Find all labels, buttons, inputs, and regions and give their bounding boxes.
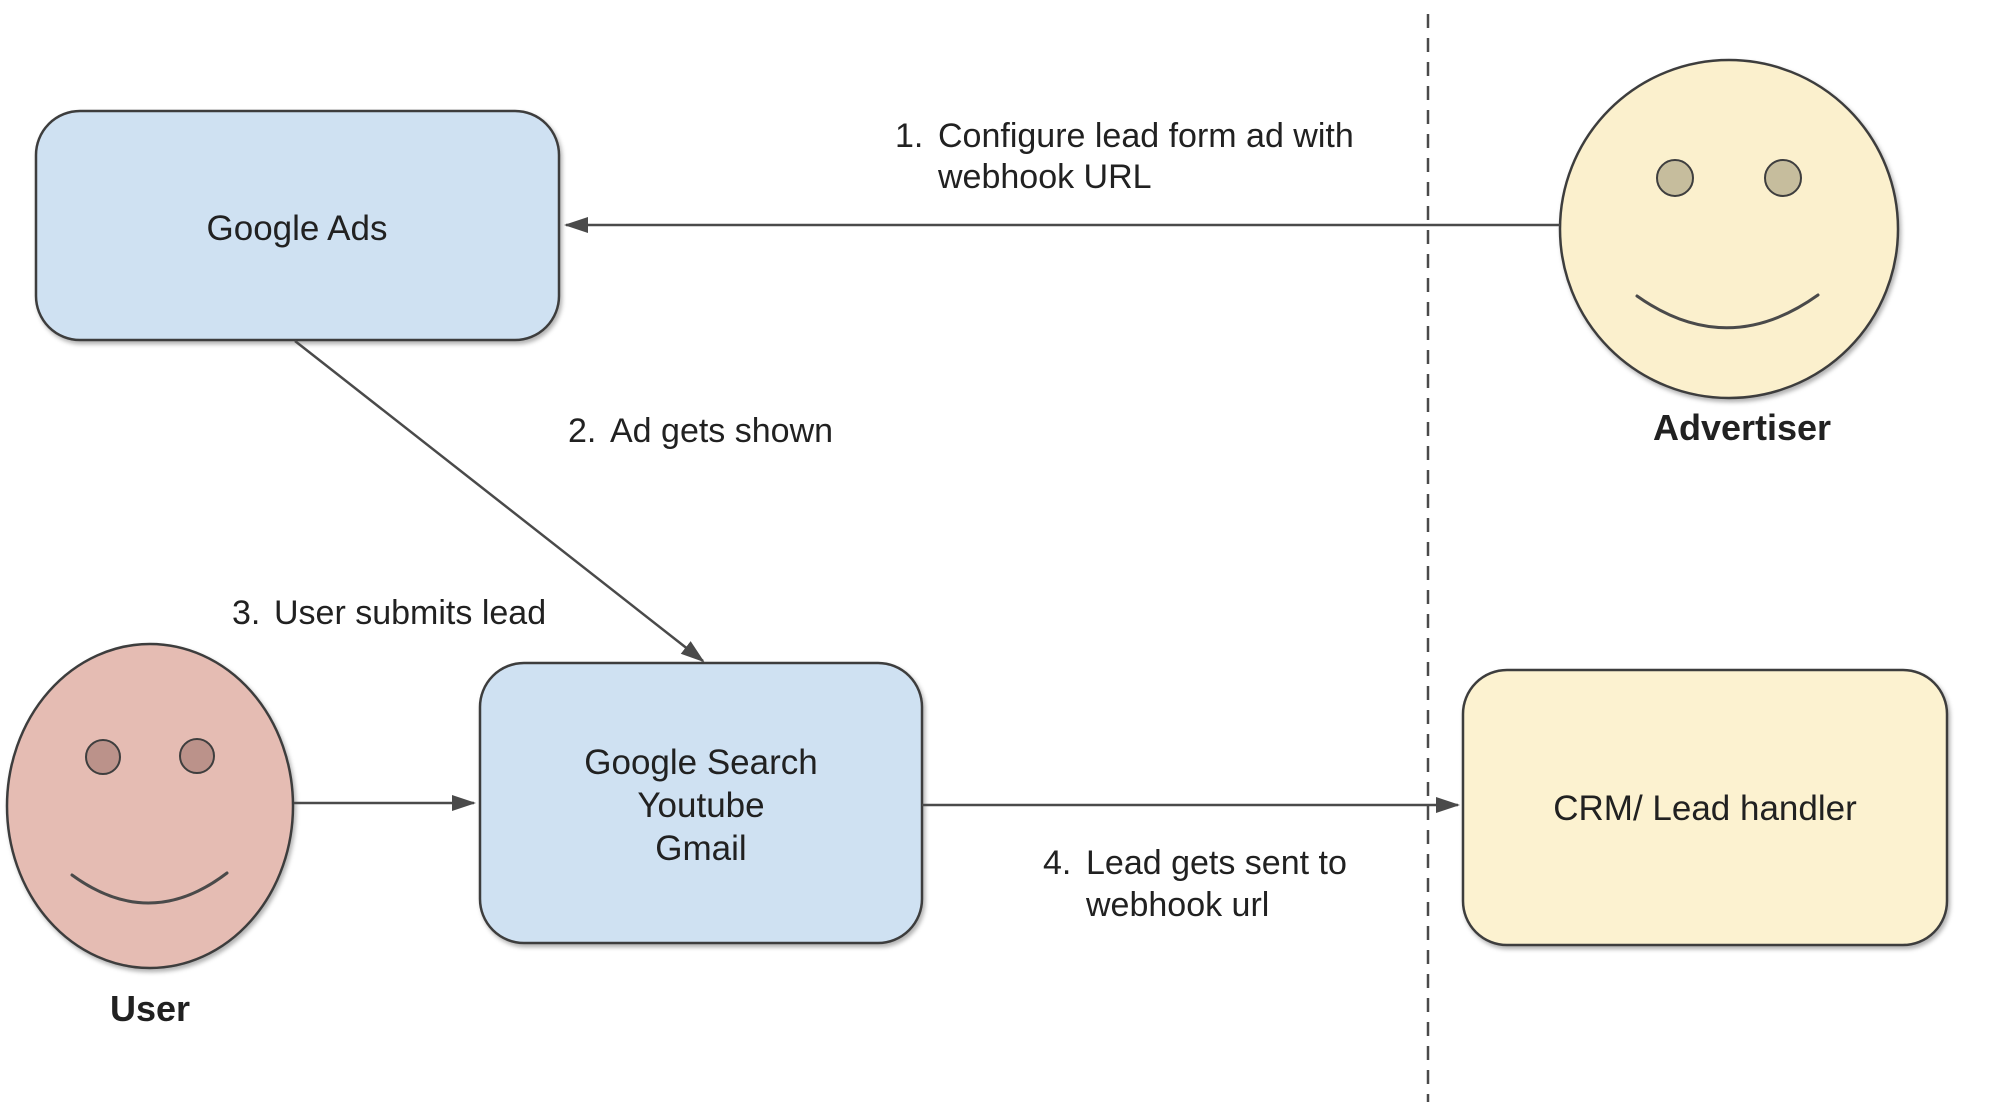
advertiser-right-eye — [1764, 159, 1802, 197]
google-surfaces-label-line2: Youtube — [637, 786, 764, 825]
google-surfaces-label-line3: Gmail — [655, 829, 746, 868]
advertiser-face-head — [1558, 58, 1900, 400]
step2-arrow — [294, 340, 705, 663]
crm-node — [1461, 668, 1949, 947]
user-smile — [70, 871, 229, 905]
google-ads-label: Google Ads — [207, 209, 388, 248]
google-surfaces-node — [478, 661, 924, 945]
crm-label: CRM/ Lead handler — [1553, 789, 1857, 828]
step4-text-line2: webhook url — [1085, 886, 1269, 924]
google-surfaces-label-line1: Google Search — [584, 743, 817, 782]
step1-text-line1: Configure lead form ad with — [938, 117, 1354, 155]
step3-number: 3. — [232, 594, 260, 632]
step2-number: 2. — [568, 412, 596, 450]
user-label: User — [110, 988, 190, 1029]
step1-text-line2: webhook URL — [937, 158, 1152, 196]
step4-number: 4. — [1043, 844, 1071, 882]
advertiser-face-icon — [1558, 58, 1900, 400]
step1-number: 1. — [895, 117, 923, 155]
user-face-icon — [5, 642, 295, 970]
step4-text-line1: Lead gets sent to — [1086, 844, 1347, 882]
advertiser-left-eye — [1656, 159, 1694, 197]
advertiser-label: Advertiser — [1653, 407, 1831, 448]
step2-text-line1: Ad gets shown — [610, 412, 833, 450]
labels-layer: Google Ads Google Search Youtube Gmail C… — [110, 117, 1857, 1029]
advertiser-smile — [1635, 293, 1820, 330]
user-left-eye — [85, 739, 121, 775]
shapes-layer — [5, 14, 1949, 1102]
step3-text-line1: User submits lead — [274, 594, 546, 632]
user-right-eye — [179, 738, 215, 774]
google-ads-node — [34, 109, 561, 342]
user-face-head — [5, 642, 295, 970]
